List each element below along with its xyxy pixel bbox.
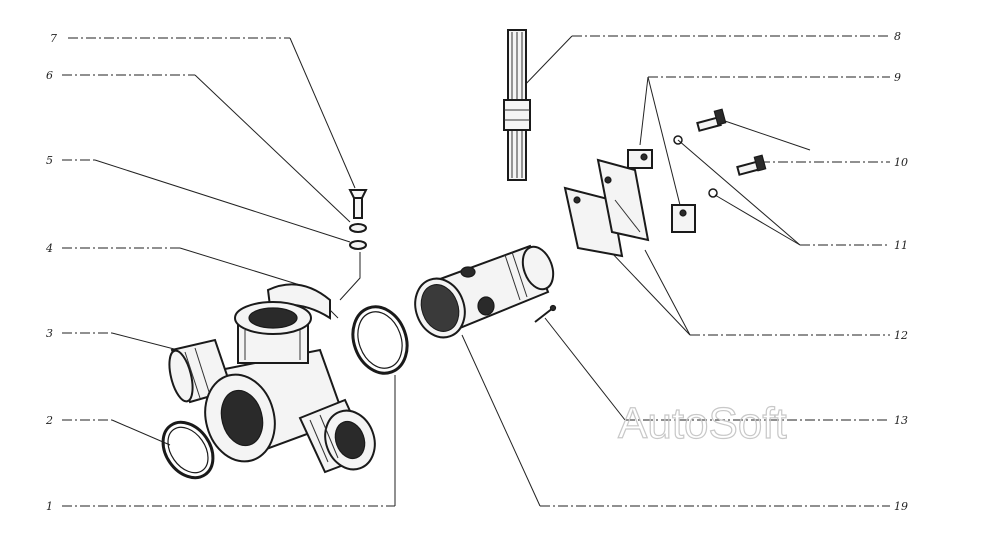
screw-part-7 (348, 189, 368, 219)
callout-label-7: 7 (50, 32, 57, 45)
callout-label-9: 9 (894, 71, 901, 84)
pin-part-13 (534, 304, 557, 323)
bolt-part-10 (696, 108, 767, 176)
callout-label-3: 3 (46, 327, 53, 340)
callout-label-13: 13 (894, 414, 908, 427)
callout-label-4: 4 (45, 242, 53, 255)
washer-part-11-b (708, 188, 718, 198)
shaft-part-8 (503, 29, 531, 181)
callout-label-8: 8 (894, 30, 901, 43)
bracket-part-9 (627, 149, 696, 233)
callout-label-1: 1 (46, 500, 53, 513)
barrel-part-19 (414, 244, 555, 339)
ring-part-2 (161, 420, 215, 480)
washer-part-11-a (673, 135, 683, 145)
callout-label-11: 11 (894, 239, 908, 252)
washer-part-6 (349, 223, 367, 233)
leader-lines (62, 35, 890, 507)
callout-labels: 7 6 5 4 3 2 1 8 9 10 11 12 13 19 (45, 30, 908, 513)
ring-part-1 (351, 305, 409, 375)
cross-housing-part-3 (168, 301, 376, 474)
callout-label-12: 12 (894, 329, 908, 342)
callout-label-19: 19 (894, 500, 908, 513)
callout-label-5: 5 (46, 154, 53, 167)
watermark-text: AutoSoft (618, 399, 787, 448)
washer-part-5 (349, 240, 367, 250)
callout-label-6: 6 (46, 69, 53, 82)
shim-part-12 (563, 158, 650, 258)
callout-label-10: 10 (894, 156, 908, 169)
callout-label-2: 2 (45, 414, 53, 427)
